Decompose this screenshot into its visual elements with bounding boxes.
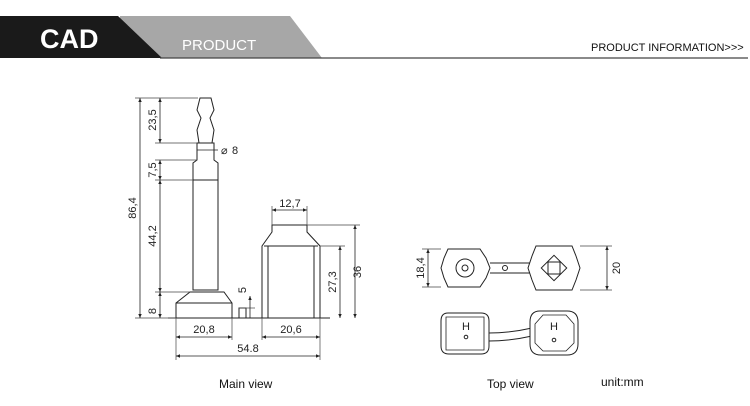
header-grey-band <box>120 16 322 58</box>
top-view-left-part <box>440 248 491 288</box>
top-view-left-hole <box>455 258 475 278</box>
diameter-symbol: ⌀ <box>221 145 228 157</box>
caption-unit: unit:mm <box>601 375 644 389</box>
label-top-width: 12,7 <box>279 198 300 210</box>
label-inner-height: 27,3 <box>327 271 339 292</box>
caption-main-view: Main view <box>219 377 273 391</box>
label-collar-height: 7,5 <box>147 162 159 177</box>
main-view-labels: 86,4 23,5 7,5 44,2 8 ⌀ 8 5 27,3 36 12,7 … <box>127 109 364 355</box>
gap-notch <box>238 307 247 318</box>
top-view-right-part <box>527 245 581 291</box>
label-total-width: 54.8 <box>237 343 258 355</box>
label-shaft-height: 44,2 <box>147 225 159 246</box>
bottom-left-part <box>440 312 490 355</box>
bolt-tip-shape <box>196 97 215 144</box>
bottom-right-part <box>529 310 579 356</box>
label-tip-height: 23,5 <box>147 109 159 130</box>
header-banner: CAD PRODUCT PRODUCT INFORMATION>>> <box>0 16 748 59</box>
label-right-height: 20 <box>611 262 623 274</box>
caption-top-view: Top view <box>487 377 534 391</box>
top-view <box>422 245 612 356</box>
label-body-width: 20,6 <box>280 324 301 336</box>
bolt-collar-shape <box>192 142 219 181</box>
header-dark-band <box>0 16 162 58</box>
label-gap: 5 <box>237 287 249 293</box>
label-outer-height: 36 <box>352 266 364 278</box>
top-view-strap <box>490 262 530 274</box>
header-info-link[interactable]: PRODUCT INFORMATION>>> <box>591 42 744 54</box>
main-view <box>135 97 360 360</box>
header-brand: CAD <box>40 24 99 54</box>
lock-body-shape <box>261 224 321 319</box>
top-view-labels: 18,4 20 H H <box>415 257 623 333</box>
bolt-shaft-shape <box>192 179 219 291</box>
label-bolt-width: 20,8 <box>193 324 214 336</box>
label-total-height: 86,4 <box>127 197 139 218</box>
label-diameter: 8 <box>232 145 238 157</box>
label-left-height: 18,4 <box>415 257 427 278</box>
mark-h-right: H <box>550 321 558 333</box>
label-base-height: 8 <box>147 308 159 314</box>
header-section: PRODUCT <box>182 37 256 54</box>
bolt-head-shape <box>175 291 233 319</box>
mark-h-left: H <box>462 321 470 333</box>
